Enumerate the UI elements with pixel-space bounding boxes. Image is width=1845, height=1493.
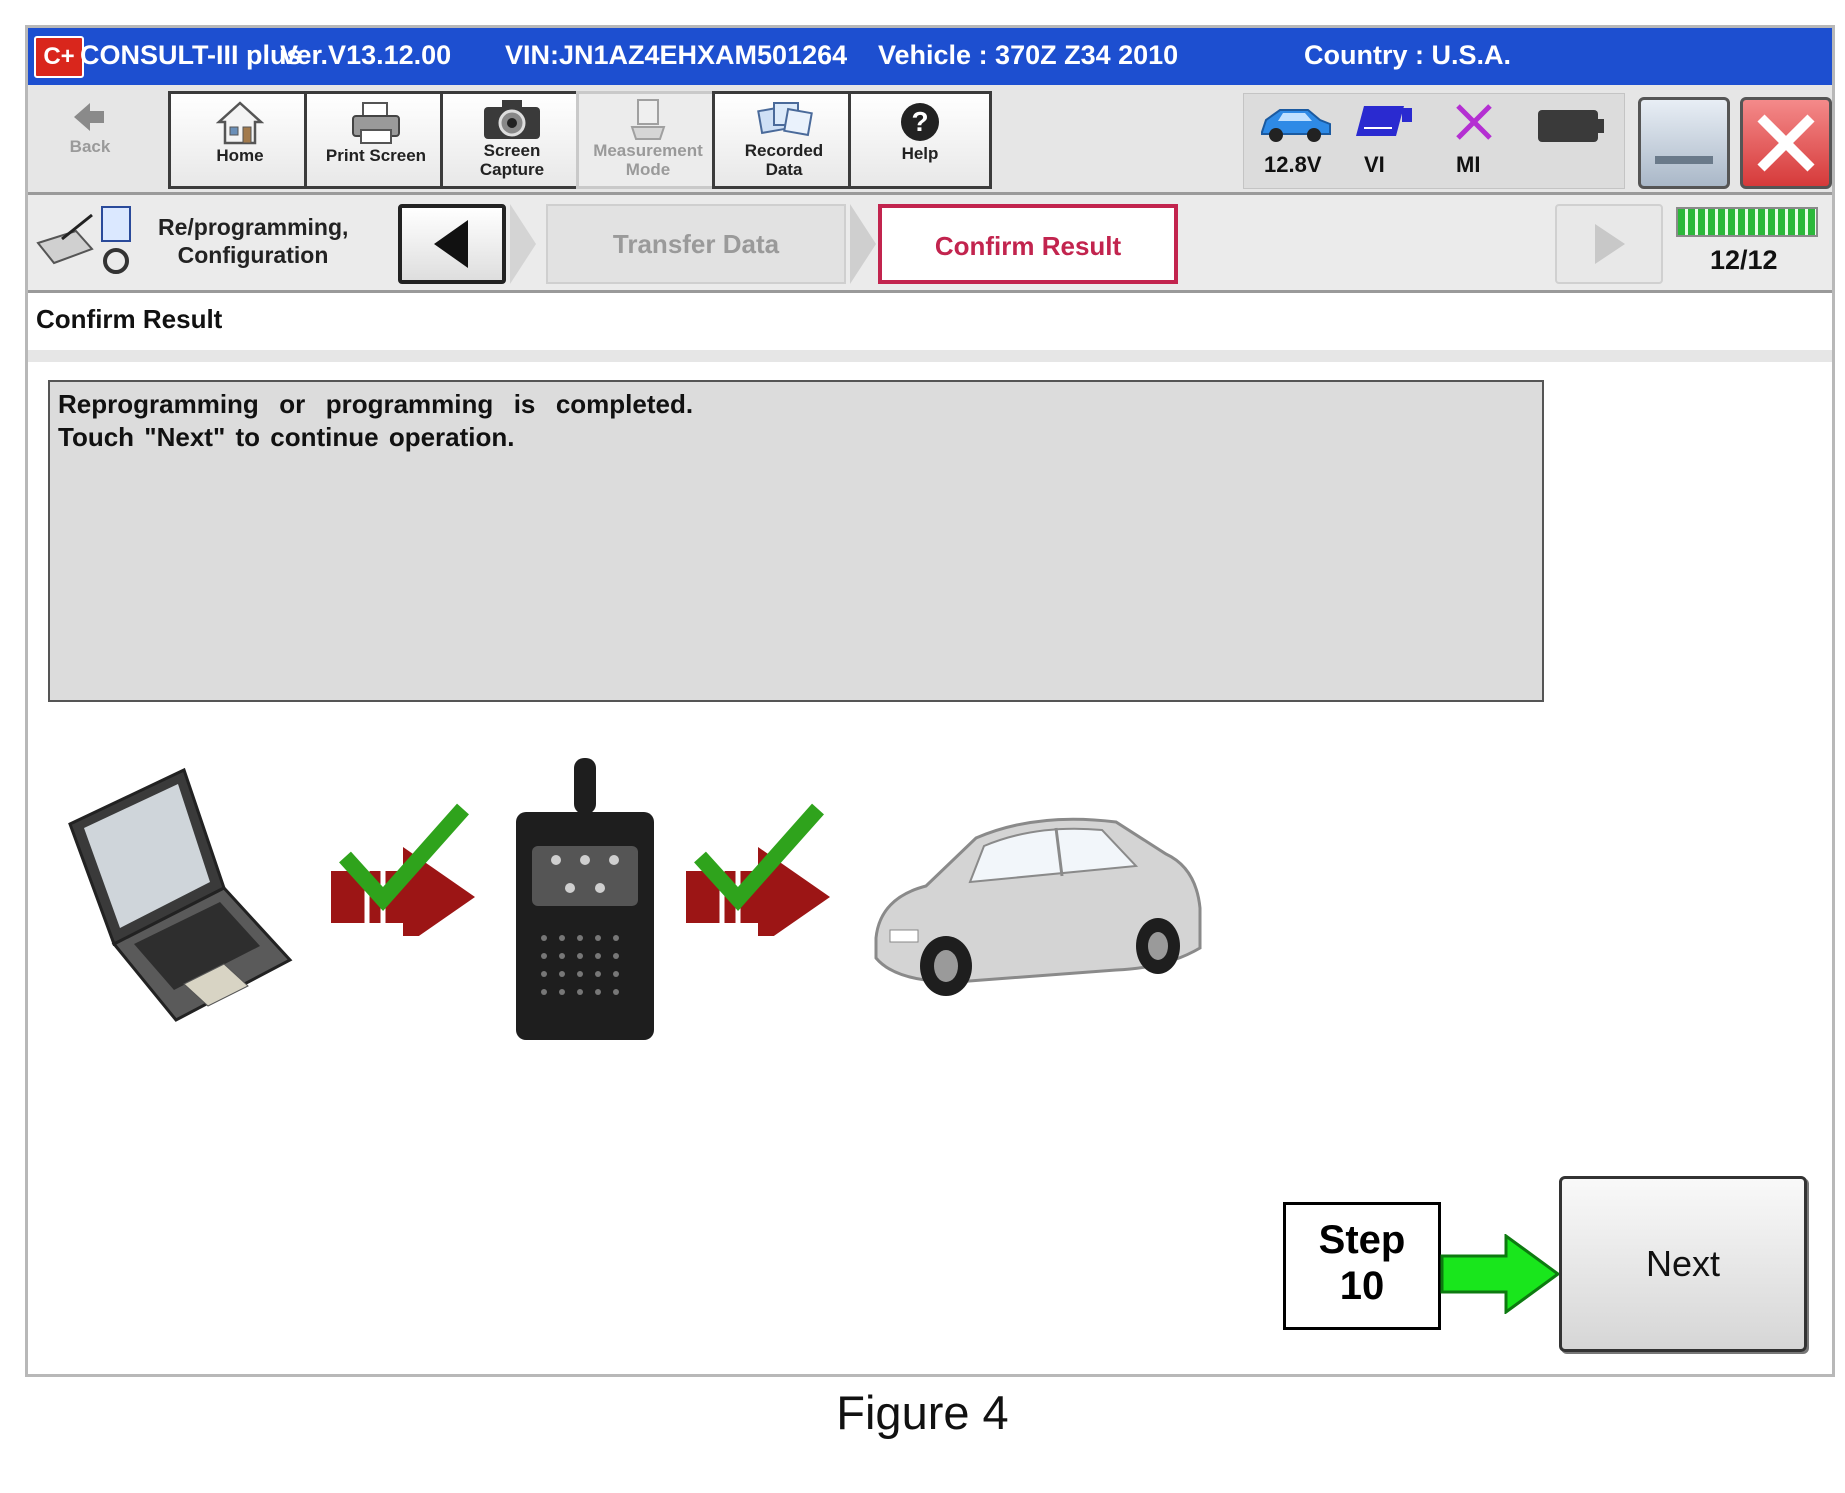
screen-capture-label-line1: Screen xyxy=(483,141,541,160)
step-label: Step xyxy=(1318,1218,1406,1262)
app-version: Ver.V13.12.00 xyxy=(280,40,452,70)
step-progress-fill xyxy=(1678,209,1816,235)
message-line-1: Reprogramming or programming is complete… xyxy=(58,389,694,419)
print-screen-button[interactable]: Print Screen xyxy=(304,91,448,189)
home-icon xyxy=(216,101,264,145)
step-number: 10 xyxy=(1339,1264,1385,1308)
recorded-data-button[interactable]: Recorded Data xyxy=(712,91,856,189)
section-divider xyxy=(28,350,1832,362)
figure-caption: Figure 4 xyxy=(836,1386,1009,1439)
next-button[interactable]: Next xyxy=(1559,1176,1807,1352)
previous-step-button[interactable] xyxy=(398,204,506,284)
reprogramming-icon xyxy=(36,206,131,274)
prev-arrow-icon xyxy=(434,220,468,268)
nav-title-line1: Re/programming, xyxy=(158,214,349,240)
print-screen-label: Print Screen xyxy=(325,146,427,165)
help-label: Help xyxy=(901,144,939,163)
step-progress-bar xyxy=(1676,207,1818,237)
step-pointer-arrow xyxy=(1440,1234,1561,1314)
mi-icon xyxy=(1456,104,1492,140)
printer-icon xyxy=(352,102,400,144)
close-icon xyxy=(1757,114,1815,172)
crumb-transfer-data: Transfer Data xyxy=(546,204,846,284)
vehicle-label: Vehicle : 370Z Z34 2010 xyxy=(878,40,1179,70)
measurement-icon xyxy=(630,99,666,140)
back-arrow-icon xyxy=(74,103,104,131)
svg-text:?: ? xyxy=(911,106,928,137)
laptop-illustration xyxy=(68,767,293,1022)
help-button[interactable]: ? Help xyxy=(848,91,992,189)
minimize-button[interactable] xyxy=(1638,97,1730,189)
country-label: Country : U.S.A. xyxy=(1304,40,1511,70)
camera-icon xyxy=(484,100,540,139)
back-button[interactable]: Back xyxy=(30,91,150,189)
battery-icon xyxy=(1538,110,1604,142)
recorded-data-label-line2: Data xyxy=(765,160,803,179)
minimize-icon xyxy=(1655,156,1713,164)
back-label: Back xyxy=(69,137,111,156)
home-label: Home xyxy=(216,146,264,165)
next-step-button[interactable] xyxy=(1555,204,1663,284)
vin-label: VIN:JN1AZ4EHXAM501264 xyxy=(505,40,848,70)
transfer-arrow-2 xyxy=(686,803,830,936)
app-name: CONSULT-III plus xyxy=(80,40,302,70)
vehicle-illustration xyxy=(874,817,1202,996)
screen-capture-button[interactable]: Screen Capture xyxy=(440,91,584,189)
voltage-value: 12.8V xyxy=(1264,152,1322,177)
home-button[interactable]: Home xyxy=(168,91,312,189)
message-box: Reprogramming or programming is complete… xyxy=(48,380,1544,702)
recorded-data-icon xyxy=(757,102,813,137)
crumb-confirm-result: Confirm Result xyxy=(878,204,1178,284)
measurement-mode-label-line2: Mode xyxy=(625,160,671,179)
app-logo: C+ xyxy=(34,36,84,78)
section-title: Confirm Result xyxy=(36,304,223,334)
navigation-bar: Re/programming, Configuration Transfer D… xyxy=(28,195,1832,293)
recorded-data-label-line1: Recorded xyxy=(744,141,824,160)
nav-title: Re/programming, Configuration xyxy=(158,213,348,269)
measurement-mode-button[interactable]: Measurement Mode xyxy=(576,91,720,189)
title-bar: C+ CONSULT-III plus Ver.V13.12.00 VIN:JN… xyxy=(28,28,1832,85)
crumb-separator-2 xyxy=(850,204,876,284)
status-panel: 12.8V VI MI xyxy=(1243,93,1625,189)
next-arrow-icon xyxy=(1595,224,1625,264)
recorded-data-label: Recorded Data xyxy=(715,141,853,179)
screen-capture-label: Screen Capture xyxy=(443,141,581,179)
help-icon: ? xyxy=(901,103,939,141)
consult-window: C+ CONSULT-III plus Ver.V13.12.00 VIN:JN… xyxy=(25,25,1835,1377)
measurement-mode-label: Measurement Mode xyxy=(579,141,717,179)
toolbar: Back Home Print Screen xyxy=(28,85,1832,195)
step-progress-text: 12/12 xyxy=(1710,245,1778,275)
vi-label: VI xyxy=(1364,152,1385,177)
close-button[interactable] xyxy=(1740,97,1832,189)
nav-title-line2: Configuration xyxy=(177,242,329,268)
mi-label: MI xyxy=(1456,152,1481,177)
vi-device-illustration xyxy=(516,758,654,1040)
screen-capture-label-line2: Capture xyxy=(479,160,545,179)
message-line-2: Touch "Next" to continue operation. xyxy=(58,422,515,452)
vi-icon xyxy=(1356,106,1412,136)
step-annotation: Step 10 xyxy=(1283,1202,1441,1330)
transfer-arrow-1 xyxy=(331,803,475,936)
crumb-separator-1 xyxy=(510,204,536,284)
car-status-icon xyxy=(1261,109,1331,142)
measurement-mode-label-line1: Measurement xyxy=(593,141,703,160)
